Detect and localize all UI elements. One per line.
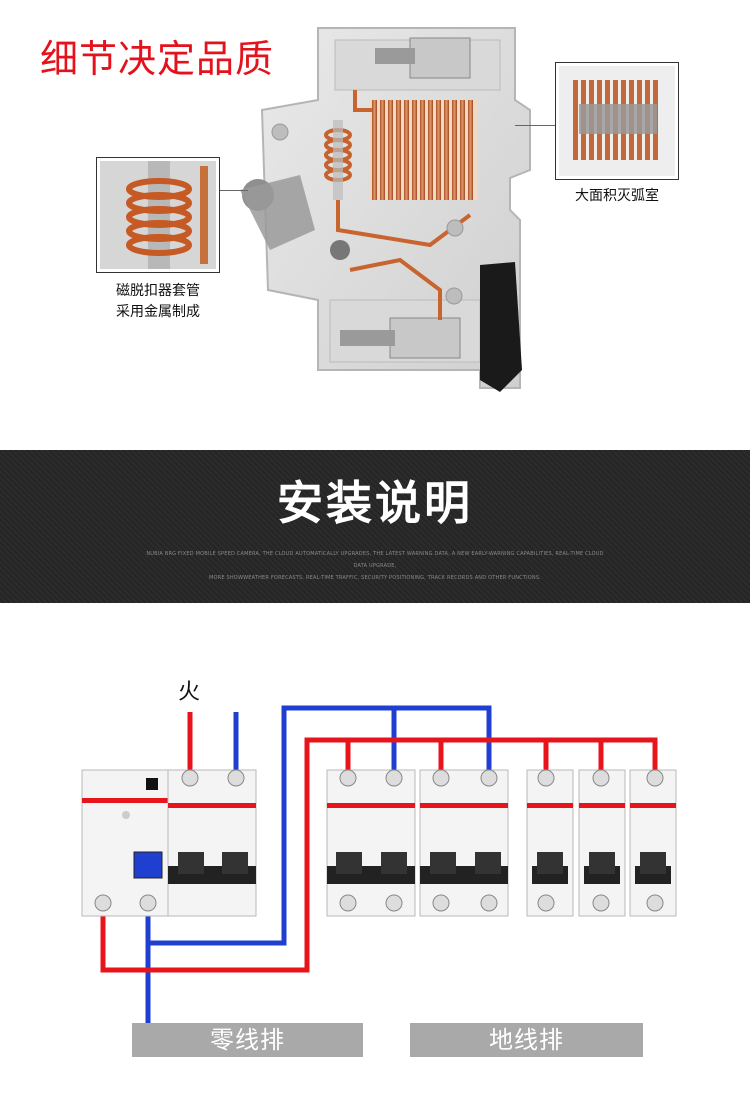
arc-chute-image [559, 66, 675, 176]
trip-coil-closeup [96, 157, 220, 273]
section-subtitle-line1: NUBIA BRG FIXED MOBILE SPEED CAMERA, THE… [146, 551, 604, 569]
installation-title-band [0, 450, 750, 603]
detail-headline: 细节决定品质 [40, 37, 275, 81]
ground-bus-bar: 地线排 [410, 1023, 643, 1057]
branch-1p-breaker-1 [526, 769, 574, 917]
branch-2p-breaker-1 [326, 769, 416, 917]
product-detail-section: 细节决定品质 [0, 0, 750, 450]
section-title: 安装说明 [277, 476, 473, 530]
rcd-breaker [81, 769, 169, 917]
section-subtitle-line2: MORE SHOWWEATHER FORECASTS, REAL-TIME TR… [209, 575, 541, 581]
left-callout-leader [220, 190, 248, 191]
neutral-bus-bar: 零线排 [132, 1023, 363, 1057]
breaker-cutaway-illustration [240, 27, 531, 392]
section-subtitle: NUBIA BRG FIXED MOBILE SPEED CAMERA, THE… [140, 548, 610, 584]
left-caption-line1: 磁脱扣器套管 [116, 283, 200, 299]
branch-2p-breaker-2 [419, 769, 509, 917]
right-callout-leader [515, 125, 555, 126]
wiring-diagram [81, 705, 677, 1040]
main-2p-breaker [167, 769, 257, 917]
left-caption-line2: 采用金属制成 [116, 304, 200, 320]
live-wire-label: 火 [178, 680, 201, 705]
branch-1p-breaker-2 [578, 769, 626, 917]
left-callout-caption: 磁脱扣器套管 采用金属制成 [96, 281, 220, 323]
arc-chute-closeup [555, 62, 679, 180]
right-callout-caption: 大面积灭弧室 [575, 188, 659, 204]
copper-coil-image [100, 161, 216, 269]
branch-1p-breaker-3 [629, 769, 677, 917]
